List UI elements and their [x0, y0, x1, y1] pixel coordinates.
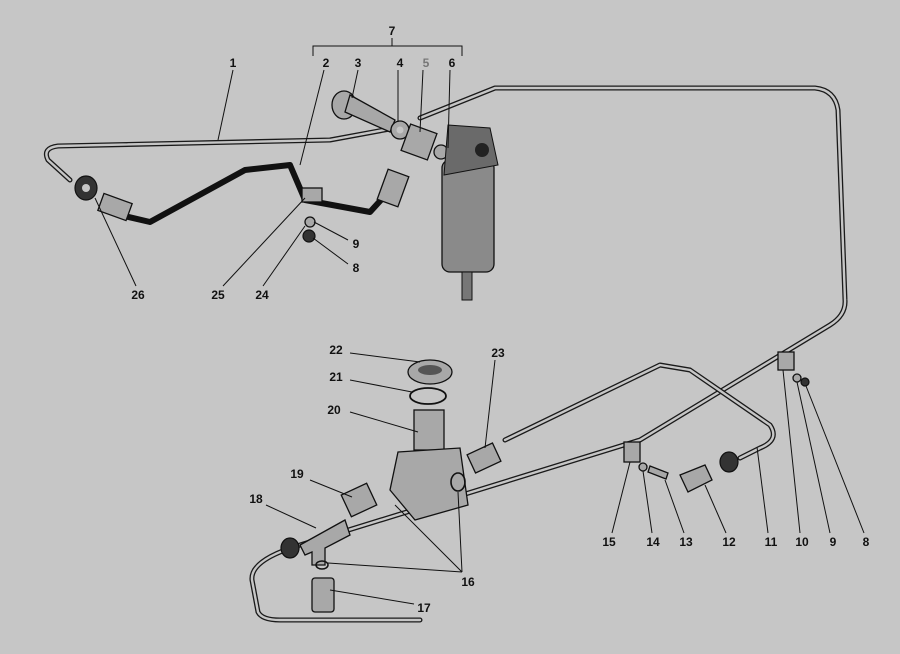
callout-4: 4	[397, 56, 404, 70]
callout-23: 23	[491, 346, 505, 360]
tube-1	[43, 125, 398, 183]
group-bracket	[312, 38, 463, 56]
callout-20: 20	[327, 403, 341, 417]
leader-lines	[94, 69, 865, 605]
callout-16: 16	[461, 575, 475, 589]
seal-ring-16	[450, 472, 466, 492]
callout-10: 10	[795, 535, 809, 549]
callout-26: 26	[131, 288, 145, 302]
callout-18: 18	[249, 492, 263, 506]
washer-9b	[792, 373, 802, 383]
fuel-filter	[441, 124, 499, 301]
callout-7: 7	[389, 24, 396, 38]
tee-fitting-12	[679, 464, 713, 493]
callout-11: 11	[765, 535, 778, 549]
callout-14: 14	[646, 535, 660, 549]
callout-15: 15	[602, 535, 616, 549]
callout-5: 5	[423, 56, 430, 70]
connector-17	[311, 577, 335, 613]
callout-6: 6	[449, 56, 456, 70]
fitting-23	[466, 442, 502, 474]
callout-12: 12	[722, 535, 736, 549]
hose-fitting	[96, 192, 134, 222]
callout-9: 9	[353, 237, 360, 251]
nut-8b	[800, 377, 810, 387]
hose-fitting-right	[376, 168, 410, 208]
callout-1: 1	[230, 56, 237, 70]
callout-25: 25	[211, 288, 225, 302]
callout-24: 24	[255, 288, 269, 302]
callout-22: 22	[329, 343, 343, 357]
washer-9	[304, 216, 316, 228]
washer-14	[638, 462, 648, 472]
banjo-fitting-5	[400, 123, 438, 161]
bolt-13	[647, 465, 669, 480]
union-nut-11	[719, 451, 739, 473]
tube-long	[249, 85, 848, 623]
valve-stem-20	[413, 409, 445, 451]
callout-17: 17	[417, 601, 431, 615]
tee-18	[299, 519, 351, 566]
nut-8	[302, 229, 316, 243]
clamp-25	[301, 187, 323, 203]
callout-3: 3	[355, 56, 362, 70]
fitting-19	[340, 482, 378, 518]
clamp-15	[623, 441, 641, 463]
callout-9b: 9	[830, 535, 837, 549]
ring-21	[409, 387, 447, 405]
tube-11	[502, 362, 776, 461]
hose-2	[119, 162, 393, 225]
callout-13: 13	[679, 535, 693, 549]
callout-8b: 8	[863, 535, 870, 549]
valve-body	[389, 447, 469, 521]
tee-nut	[280, 537, 300, 559]
callout-19: 19	[290, 467, 304, 481]
callout-2: 2	[323, 56, 330, 70]
callout-8: 8	[353, 261, 360, 275]
callout-21: 21	[329, 370, 343, 384]
banjo-bolt-3	[331, 90, 396, 133]
clamp-10	[777, 351, 795, 371]
